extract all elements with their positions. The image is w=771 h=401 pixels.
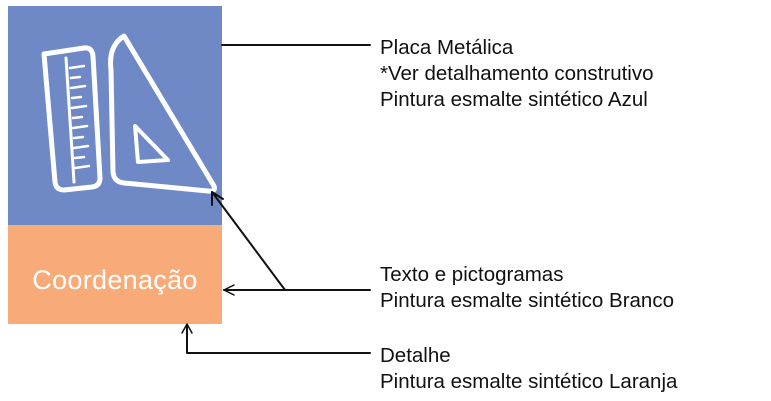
note-detalhe-line2: Pintura esmalte sintético Laranja xyxy=(380,370,678,393)
sign-label: Coordenação xyxy=(32,265,198,295)
note-placa-line3: Pintura esmalte sintético Azul xyxy=(380,88,648,111)
ruler-and-set-square-icon xyxy=(41,33,217,194)
sign-orange-detail xyxy=(8,225,222,324)
set-square-icon xyxy=(108,33,217,194)
callout-texto-line xyxy=(211,191,371,291)
note-texto-line2: Pintura esmalte sintético Branco xyxy=(380,289,674,312)
note-detalhe: Detalhe Pintura esmalte sintético Laranj… xyxy=(380,343,677,395)
note-texto-title: Texto e pictogramas xyxy=(380,263,564,286)
ruler-ticks xyxy=(68,64,91,170)
note-placa-metalica: Placa Metálica *Ver detalhamento constru… xyxy=(380,35,654,113)
note-placa-title: Placa Metálica xyxy=(380,36,514,59)
note-detalhe-title: Detalhe xyxy=(380,344,451,367)
callout-detalhe-line xyxy=(186,324,371,354)
sign-plate: Coordenação xyxy=(8,6,222,324)
ruler-icon xyxy=(41,45,103,193)
note-placa-line2: *Ver detalhamento construtivo xyxy=(380,62,654,85)
note-texto-pictogramas: Texto e pictogramas Pintura esmalte sint… xyxy=(380,262,674,314)
